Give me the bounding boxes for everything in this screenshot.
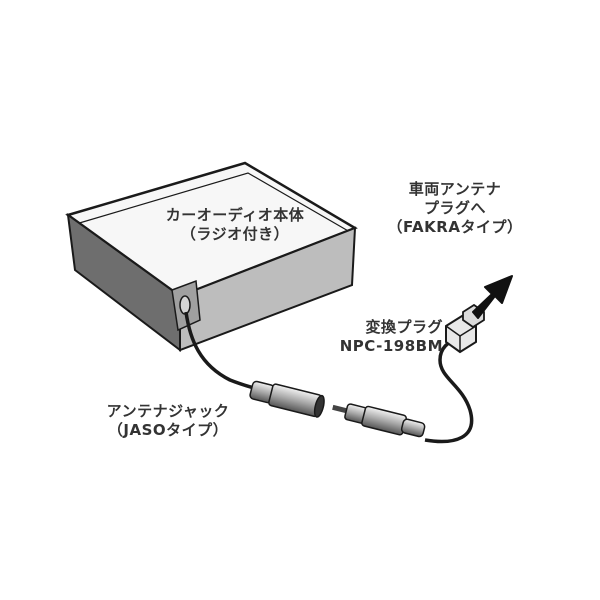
car-audio-unit-label-line2: （ラジオ付き）	[180, 225, 290, 243]
conversion-plug-label: 変換プラグ NPC-198BM	[288, 318, 443, 356]
conversion-plug-label-line1: 変換プラグ	[365, 318, 443, 336]
antenna-jack-label-line2: （JASOタイプ）	[107, 421, 229, 439]
car-audio-unit-icon	[65, 161, 358, 353]
jaso-antenna-jack-icon	[249, 380, 325, 418]
direction-arrow-icon	[472, 275, 513, 319]
car-audio-unit-label-line1: カーオーディオ本体	[165, 206, 305, 224]
car-audio-unit-label: カーオーディオ本体 （ラジオ付き）	[130, 206, 340, 244]
vehicle-antenna-plug-label-line1: 車両アンテナ	[408, 180, 502, 198]
antenna-jack-label-line1: アンテナジャック	[106, 402, 230, 420]
vehicle-antenna-plug-label-line2: プラグへ	[423, 199, 486, 217]
adapter-cable	[424, 336, 474, 444]
conversion-plug-label-line2: NPC-198BM	[339, 337, 443, 355]
vehicle-antenna-plug-label-line3: （FAKRAタイプ）	[387, 218, 523, 236]
conversion-plug-npc-198bm-icon	[332, 403, 426, 438]
vehicle-antenna-plug-label: 車両アンテナ プラグへ （FAKRAタイプ）	[370, 180, 540, 237]
antenna-jack-label: アンテナジャック （JASOタイプ）	[78, 402, 258, 440]
